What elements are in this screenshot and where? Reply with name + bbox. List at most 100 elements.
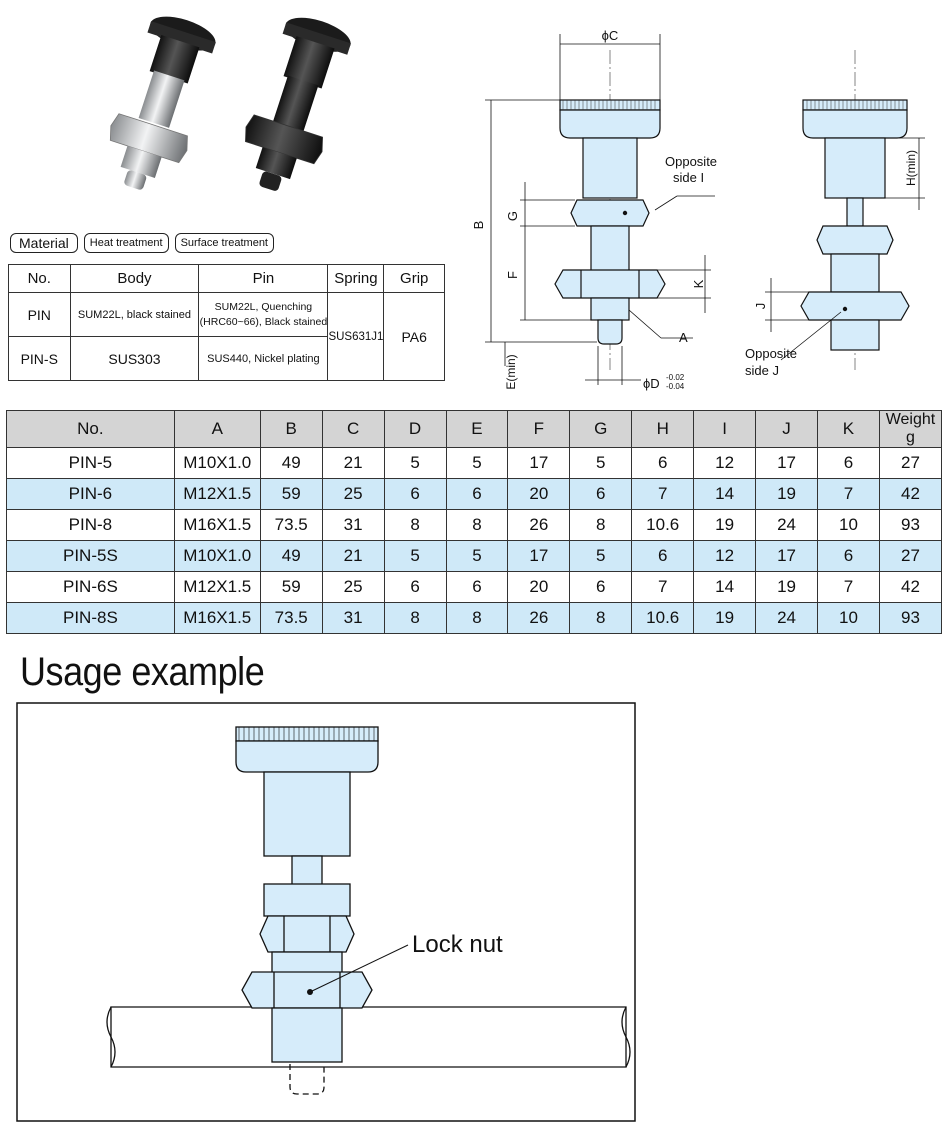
dimension-cell: 93 [878,509,943,541]
dimension-cell: 17 [755,540,819,572]
label-k: K [691,279,706,288]
usage-retracted-pin [291,855,323,887]
technical-drawing: ϕC B G F E(min) K A ϕD -0.02 -0.04 Oppos… [471,28,925,391]
dimension-cell: 7 [631,571,695,603]
dimension-lines [485,34,925,385]
dimension-cell: M12X1.5 [173,571,261,603]
dimension-cell: 73.5 [259,602,323,634]
thread-end [590,297,630,321]
black-pin-photo [245,17,351,191]
pin-tip [597,319,623,345]
dimension-cell: 10.6 [631,509,695,541]
dimension-cell: 6 [817,447,880,479]
dimension-cell: 8 [445,602,509,634]
material-header-spring: Spring [327,264,385,293]
dimension-cell: 93 [878,602,943,634]
dimension-cell: 17 [507,540,571,572]
dimension-cell: 5 [383,540,447,572]
dimension-cell: 8 [569,509,633,541]
dimension-cell: 5 [569,540,633,572]
dimension-cell: M16X1.5 [173,602,261,634]
model-number-cell: PIN-5S [6,540,175,572]
dimension-cell: M12X1.5 [173,478,261,510]
dimension-cell: 17 [755,447,819,479]
dimension-cell: 8 [569,602,633,634]
dimension-cell: 49 [259,540,323,572]
label-phi-d: ϕD [643,376,660,391]
dim-header: A [173,410,261,448]
threaded-body [590,225,630,277]
dimension-cell: 7 [817,571,880,603]
material-pin: SUM22L, Quenching (HRC60~66), Black stai… [198,292,329,337]
dimension-cell: 31 [321,602,385,634]
dim-header: E [445,410,509,448]
dim-header: H [631,410,695,448]
dimension-cell: 12 [693,540,757,572]
dim-header: Weight g [878,410,943,448]
retracted-pin [846,197,864,227]
dimension-cell: 73.5 [259,509,323,541]
model-number-cell: PIN-8S [6,602,175,634]
material-no: PIN [8,292,71,337]
dimension-cell: 25 [321,478,385,510]
dimension-cell: 20 [507,571,571,603]
model-number-cell: PIN-5 [6,447,175,479]
main-view [554,50,666,370]
dimension-header-row: No. A B C D E F G H I J K Weight g [6,410,943,448]
model-number-cell: PIN-6S [6,571,175,603]
dimension-cell: 49 [259,447,323,479]
dimension-cell: 8 [383,509,447,541]
dimension-cell: 8 [383,602,447,634]
usage-title: Usage example [20,650,265,694]
label-b: B [471,221,486,230]
label-e-min: E(min) [504,354,518,389]
material-tag: Material [10,233,78,253]
material-body: SUM22L, black stained [69,292,200,337]
label-tolerance-lower: -0.04 [666,382,685,391]
dimension-cell: 8 [445,509,509,541]
label-opposite-j-1: Opposite [745,346,797,361]
dimension-cell: 6 [445,478,509,510]
label-f: F [505,271,520,279]
dimension-cell: 17 [507,447,571,479]
dimension-cell: 10 [817,509,880,541]
spec-tags: Material Heat treatment Surface treatmen… [10,233,274,253]
dimension-cell: 21 [321,540,385,572]
material-body: SUS303 [69,336,200,381]
dim-header: J [755,410,819,448]
dimension-cell: 21 [321,447,385,479]
dimension-cell: 19 [755,478,819,510]
product-photos [109,16,351,191]
label-j: J [753,303,768,310]
dimension-cell: 59 [259,571,323,603]
dimension-cell: 19 [693,602,757,634]
dim-header: D [383,410,447,448]
material-no: PIN-S [8,336,71,381]
material-header-no: No. [8,264,71,293]
dimension-cell: 5 [569,447,633,479]
dim-header: K [817,410,880,448]
dimension-cell: 6 [631,540,695,572]
label-opposite-i-1: Opposite [665,154,717,169]
model-number-cell: PIN-8 [6,509,175,541]
label-a: A [679,330,688,345]
dimension-cell: 27 [878,447,943,479]
dimension-cell: M16X1.5 [173,509,261,541]
usage-example-drawing: Lock nut [16,702,636,1122]
dim-header: B [259,410,323,448]
usage-knob-top [235,726,379,742]
dimension-cell: 10.6 [631,602,695,634]
label-g: G [505,211,520,221]
material-row: PIN SUM22L, black stained SUM22L, Quench… [8,292,445,381]
dimension-cell: 14 [693,571,757,603]
dim-header: C [321,410,385,448]
dimension-cell: 26 [507,602,571,634]
dimension-cell: 24 [755,509,819,541]
dimension-cell: 59 [259,478,323,510]
dimension-cell: 19 [755,571,819,603]
dimension-cell: 7 [631,478,695,510]
